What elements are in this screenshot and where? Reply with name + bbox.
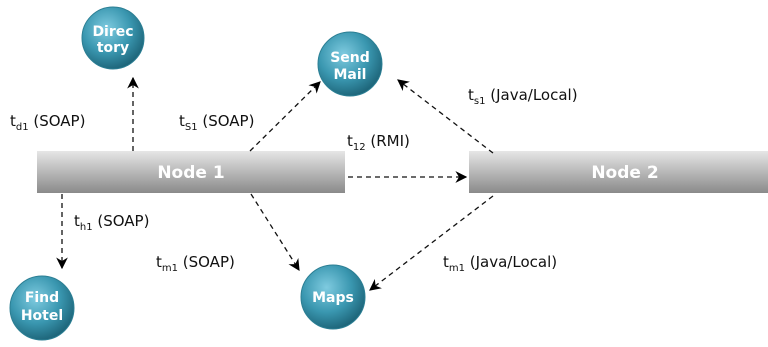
- edge-node1-send-mail: [249, 81, 321, 152]
- node-2: Node 2: [469, 151, 768, 193]
- service-directory-label-line1: Direc: [92, 24, 133, 40]
- service-maps-label: Maps: [312, 290, 354, 306]
- node-1: Node 1: [37, 151, 345, 193]
- edge-node2-send-mail: [397, 79, 494, 154]
- label-th1: th1 (SOAP): [74, 212, 149, 233]
- service-find-hotel-label-line2: Hotel: [21, 308, 63, 324]
- service-send-mail: Send Mail: [317, 31, 383, 97]
- label-tm1-java: tm1 (Java/Local): [443, 253, 557, 274]
- edge-node1-maps: [250, 193, 300, 271]
- label-ts1-soap: tS1 (SOAP): [179, 112, 254, 133]
- node-2-label: Node 2: [591, 163, 658, 183]
- service-directory-label-line2: tory: [97, 40, 129, 56]
- label-t12: t12 (RMI): [347, 132, 410, 153]
- service-send-mail-label-line1: Send: [330, 50, 370, 66]
- node-1-label: Node 1: [157, 163, 224, 183]
- service-find-hotel: Find Hotel: [9, 275, 75, 341]
- service-directory: Direc tory: [81, 6, 145, 70]
- service-maps: Maps: [300, 264, 366, 330]
- service-send-mail-label-line2: Mail: [334, 67, 367, 83]
- service-find-hotel-label-line1: Find: [25, 290, 59, 306]
- label-tm1-soap: tm1 (SOAP): [156, 253, 235, 274]
- edge-node2-maps: [369, 195, 494, 291]
- label-td1: td1 (SOAP): [10, 112, 85, 133]
- label-ts1-java: ts1 (Java/Local): [468, 86, 578, 107]
